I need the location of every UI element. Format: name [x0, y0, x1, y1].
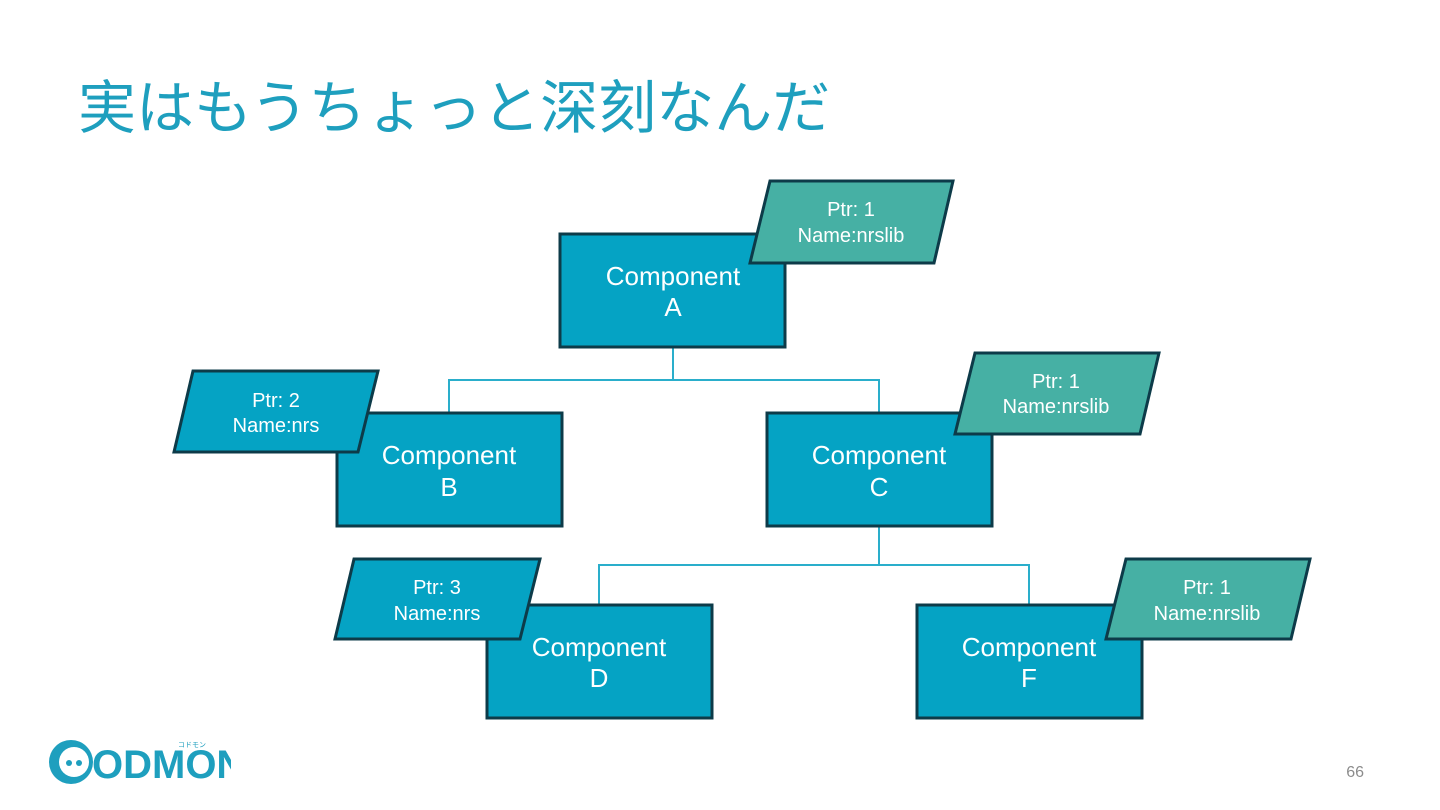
node-component-f[interactable]: Component F	[915, 603, 1144, 720]
node-component-b[interactable]: Component B	[335, 411, 564, 528]
tag-a-name: Name:nrslib	[798, 225, 905, 247]
tag-c-ptr: Ptr: 1	[1032, 371, 1080, 393]
node-a-label-line1: Component	[606, 261, 741, 291]
node-d-label-line2: D	[590, 663, 609, 693]
edge-a-c	[673, 379, 880, 413]
tag-f-ptr: Ptr: 1	[1183, 577, 1231, 599]
tag-node-b: Ptr: 2 Name:nrs	[172, 369, 380, 454]
page-number: 66	[1346, 764, 1364, 781]
tag-c-name: Name:nrslib	[1003, 396, 1110, 418]
tag-d-ptr: Ptr: 3	[413, 577, 461, 599]
logo-kana: コドモン	[178, 741, 206, 749]
node-b-label-line2: B	[440, 472, 457, 502]
connectors	[448, 347, 1030, 605]
tag-node-c: Ptr: 1 Name:nrslib	[953, 351, 1161, 436]
node-f-label-line1: Component	[962, 632, 1097, 662]
node-c-label-line1: Component	[812, 440, 947, 470]
tag-b-ptr: Ptr: 2	[252, 390, 300, 412]
tag-d-name: Name:nrs	[394, 603, 481, 625]
edge-c-f	[879, 564, 1030, 605]
node-component-a[interactable]: Component A	[558, 232, 787, 349]
tag-b-name: Name:nrs	[233, 415, 320, 437]
slide-title: 実はもうちょっと深刻なんだ	[78, 74, 831, 142]
tag-node-a: Ptr: 1 Name:nrslib	[748, 179, 955, 265]
edge-c-d	[598, 527, 880, 605]
codmon-logo: ODMON コドモン	[49, 740, 231, 787]
node-f-label-line2: F	[1021, 663, 1037, 693]
node-c-label-line2: C	[870, 472, 889, 502]
node-b-label-line1: Component	[382, 440, 517, 470]
logo-wordmark: ODMON	[92, 743, 231, 787]
node-component-c[interactable]: Component C	[765, 411, 994, 528]
tag-node-f: Ptr: 1 Name:nrslib	[1104, 557, 1312, 641]
tag-f-name: Name:nrslib	[1154, 603, 1261, 625]
tag-node-d: Ptr: 3 Name:nrs	[333, 557, 542, 641]
codmon-face-icon	[49, 740, 93, 784]
node-d-label-line1: Component	[532, 632, 667, 662]
tag-a-ptr: Ptr: 1	[827, 199, 875, 221]
node-a-label-line2: A	[664, 292, 682, 322]
edge-a-b	[448, 347, 674, 413]
